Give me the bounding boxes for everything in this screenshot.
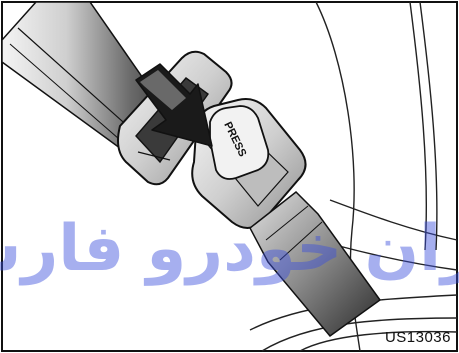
figure-code: US13036 — [385, 330, 451, 345]
watermark-text: ايران خودرو فارس — [0, 212, 459, 286]
